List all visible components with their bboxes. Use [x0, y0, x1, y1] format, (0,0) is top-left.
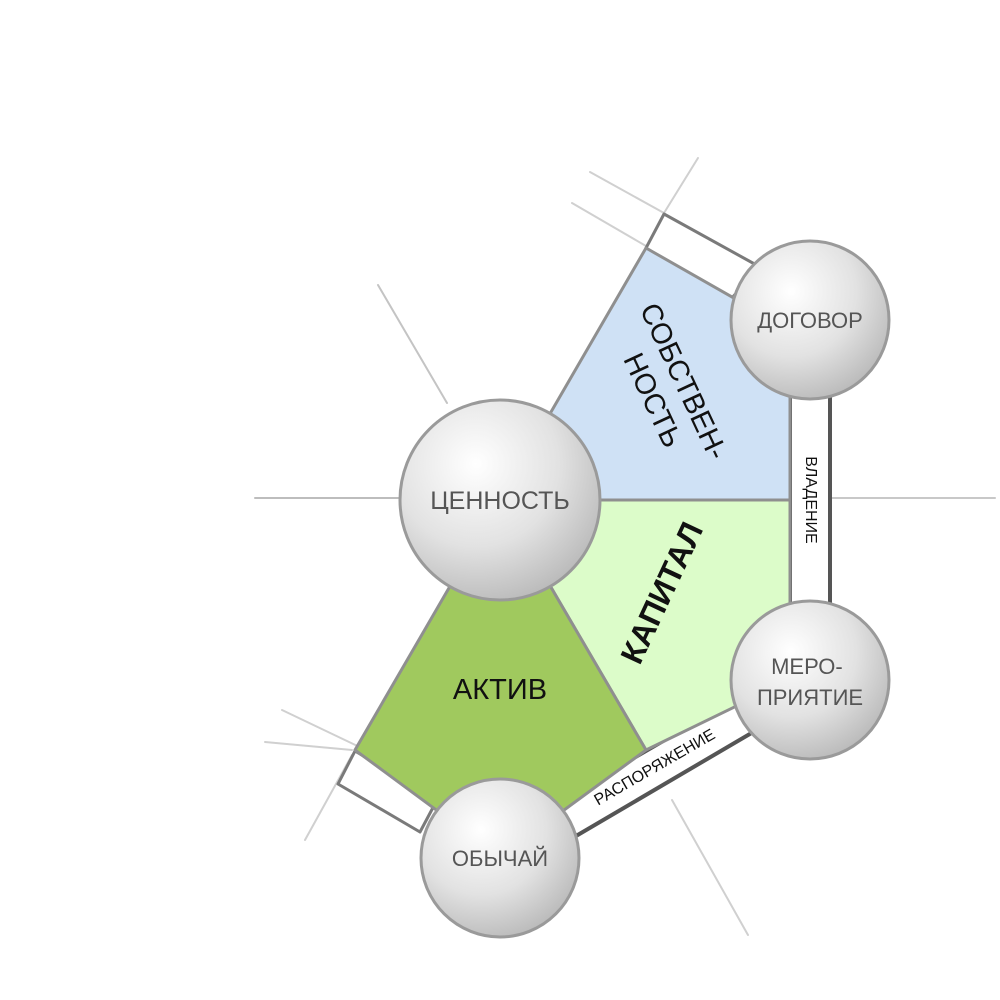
- node-custom: ОБЫЧАЙ: [419, 777, 581, 939]
- custom-label: ОБЫЧАЙ: [452, 846, 548, 871]
- event-label-line1: МЕРО-: [771, 654, 843, 679]
- value-sphere: [398, 398, 602, 602]
- guide-line-upper-left: [377, 284, 448, 404]
- possession-label: ВЛАДЕНИЕ: [802, 456, 819, 543]
- guide-line-left-2: [281, 709, 371, 753]
- node-value: ЦЕННОСТЬ: [398, 398, 602, 602]
- guide-line-top-1: [589, 171, 665, 214]
- guide-line-top-2: [663, 157, 699, 214]
- guide-line-bottom: [671, 799, 749, 936]
- custom-sphere: [419, 777, 581, 939]
- contract-sphere: [729, 239, 891, 401]
- asset-label: АКТИВ: [453, 674, 547, 706]
- event-sphere: [729, 599, 891, 761]
- guide-lines: [254, 157, 996, 936]
- guide-line-left-1: [264, 741, 353, 751]
- node-event: МЕРО- ПРИЯТИЕ: [729, 599, 891, 761]
- value-label: ЦЕННОСТЬ: [430, 487, 570, 515]
- contract-label: ДОГОВОР: [757, 308, 863, 333]
- event-label-line2: ПРИЯТИЕ: [757, 685, 863, 710]
- event-label: МЕРО- ПРИЯТИЕ: [757, 654, 863, 710]
- guide-line-top-3: [571, 202, 647, 247]
- node-contract: ДОГОВОР: [729, 239, 891, 401]
